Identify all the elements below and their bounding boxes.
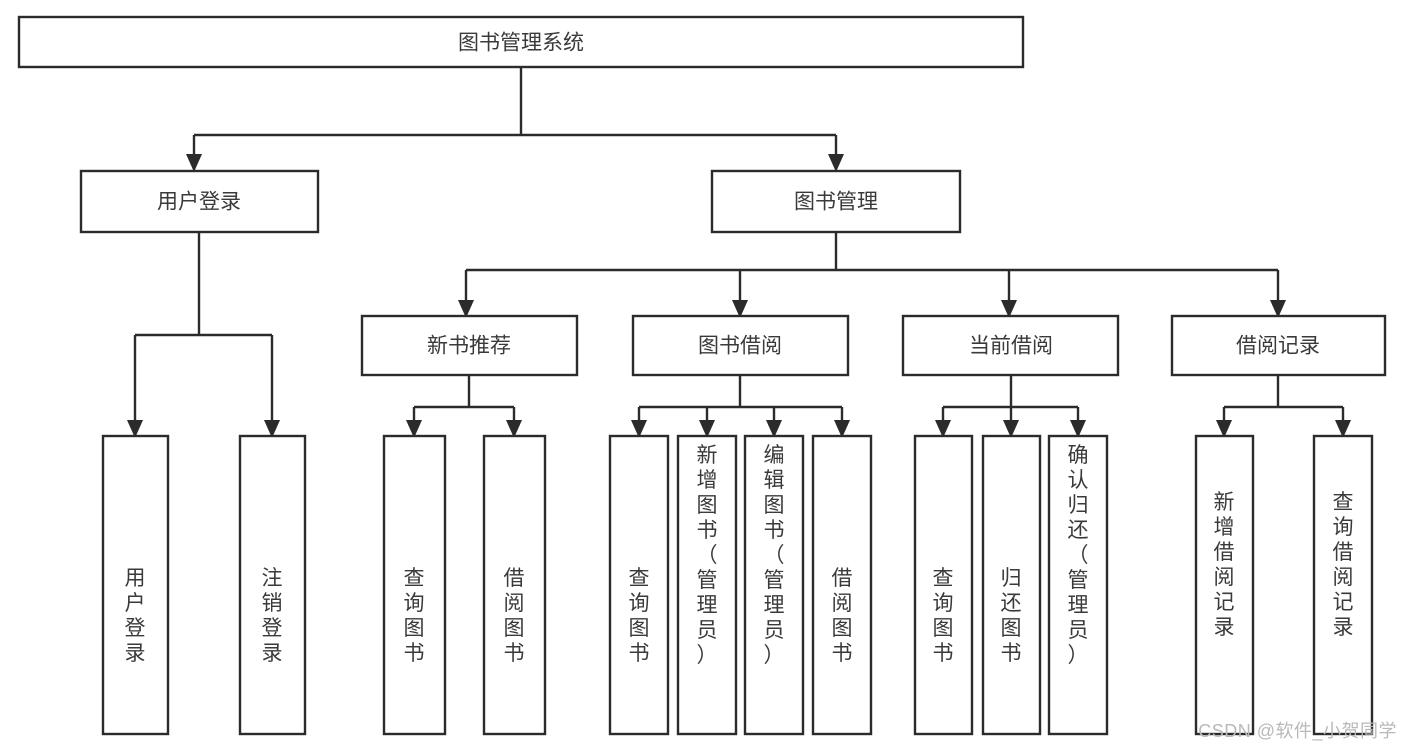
node-leaf-add-record[interactable]: 新增借阅记录 <box>1194 434 1255 736</box>
node-leaf-confirm-return-label: 确认归还（管理员） <box>1068 444 1089 667</box>
node-leaf-borrow-book-1[interactable]: 借阅图书 <box>482 434 547 736</box>
node-leaf-add-book-box[interactable] <box>676 434 738 736</box>
node-leaf-query-book-2-label: 查询图书 <box>629 567 650 665</box>
node-user-login-label: 用户登录 <box>157 191 241 214</box>
arrowhead-book-manage <box>828 154 844 172</box>
node-leaf-query-record[interactable]: 查询借阅记录 <box>1312 434 1374 736</box>
node-new-book-rec[interactable]: 新书推荐 <box>360 314 579 377</box>
node-current-borrow-label: 当前借阅 <box>969 335 1053 358</box>
node-leaf-return-book[interactable]: 归还图书 <box>981 434 1042 736</box>
node-new-book-rec-box[interactable] <box>360 314 579 377</box>
node-leaf-query-book-1-label: 查询图书 <box>404 567 425 665</box>
node-current-borrow-box[interactable] <box>901 314 1120 377</box>
node-leaf-query-book-2[interactable]: 查询图书 <box>608 434 670 736</box>
node-leaf-borrow-book-2[interactable]: 借阅图书 <box>811 434 873 736</box>
node-leaf-borrow-book-2-label: 借阅图书 <box>832 567 853 665</box>
node-book-borrow[interactable]: 图书借阅 <box>631 314 850 377</box>
node-borrow-record-label: 借阅记录 <box>1236 335 1320 358</box>
node-borrow-record-box[interactable] <box>1170 314 1387 377</box>
node-new-book-rec-label: 新书推荐 <box>427 335 511 358</box>
node-current-borrow[interactable]: 当前借阅 <box>901 314 1120 377</box>
node-leaf-add-record-label: 新增借阅记录 <box>1214 491 1235 639</box>
node-root[interactable]: 图书管理系统 <box>17 15 1025 69</box>
node-leaf-query-record-label: 查询借阅记录 <box>1333 491 1354 639</box>
node-leaf-logout[interactable]: 注销登录 <box>238 434 307 736</box>
node-leaf-query-book-1-box[interactable] <box>382 434 447 736</box>
arrowhead-user-login <box>186 154 202 172</box>
node-book-manage-label: 图书管理 <box>794 191 878 214</box>
node-leaf-query-record-box[interactable] <box>1312 434 1374 736</box>
node-leaf-query-book-1[interactable]: 查询图书 <box>382 434 447 736</box>
node-leaf-add-record-box[interactable] <box>1194 434 1255 736</box>
node-borrow-record[interactable]: 借阅记录 <box>1170 314 1387 377</box>
node-leaf-confirm-return-box[interactable] <box>1047 434 1109 736</box>
node-leaf-logout-box[interactable] <box>238 434 307 736</box>
node-user-login[interactable]: 用户登录 <box>79 169 320 234</box>
node-book-manage-box[interactable] <box>710 169 962 234</box>
node-leaf-edit-book[interactable]: 编辑图书（管理员） <box>743 434 805 736</box>
node-root-box[interactable] <box>17 15 1025 69</box>
node-book-manage[interactable]: 图书管理 <box>710 169 962 234</box>
connector-layer <box>127 67 1351 438</box>
node-leaf-user-login[interactable]: 用户登录 <box>101 434 170 736</box>
node-leaf-user-login-label: 用户登录 <box>125 567 146 665</box>
node-book-borrow-label: 图书借阅 <box>698 335 782 358</box>
node-leaf-query-book-2-box[interactable] <box>608 434 670 736</box>
node-root-label: 图书管理系统 <box>458 32 584 55</box>
node-leaf-edit-book-box[interactable] <box>743 434 805 736</box>
node-leaf-query-book-3-box[interactable] <box>913 434 974 736</box>
node-leaf-user-login-box[interactable] <box>101 434 170 736</box>
node-leaf-borrow-book-1-label: 借阅图书 <box>504 567 525 665</box>
node-leaf-logout-label: 注销登录 <box>262 567 283 665</box>
node-book-borrow-box[interactable] <box>631 314 850 377</box>
node-leaf-query-book-3[interactable]: 查询图书 <box>913 434 974 736</box>
node-leaf-borrow-book-2-box[interactable] <box>811 434 873 736</box>
node-leaf-borrow-book-1-box[interactable] <box>482 434 547 736</box>
node-leaf-add-book-label: 新增图书（管理员） <box>697 444 718 667</box>
node-leaf-edit-book-label: 编辑图书（管理员） <box>764 444 785 667</box>
node-leaf-confirm-return[interactable]: 确认归还（管理员） <box>1047 434 1109 736</box>
node-leaf-query-book-3-label: 查询图书 <box>933 567 954 665</box>
node-leaf-return-book-label: 归还图书 <box>1001 567 1022 665</box>
node-leaf-return-book-box[interactable] <box>981 434 1042 736</box>
node-user-login-box[interactable] <box>79 169 320 234</box>
node-leaf-add-book[interactable]: 新增图书（管理员） <box>676 434 738 736</box>
